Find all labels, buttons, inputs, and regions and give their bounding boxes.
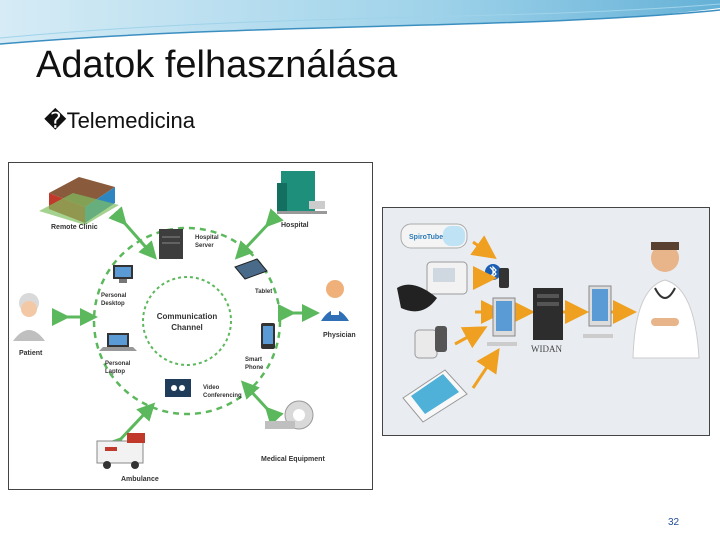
video-conferencing-icon (165, 379, 191, 397)
telemedicine-diagram: Communication Channel Remote Clinic Hosp… (8, 162, 373, 490)
page-number: 32 (668, 517, 680, 528)
smartphone-label-1: Smart (245, 357, 262, 363)
remote-clinic-icon (39, 177, 119, 225)
video-conferencing-label-2: Conferencing (203, 393, 242, 399)
desktop-label-2: Desktop (101, 301, 125, 307)
smartphone-icon (261, 323, 275, 349)
bluetooth-icon (485, 264, 501, 280)
patient-label: Patient (19, 350, 43, 357)
desktop-icon (113, 265, 133, 283)
hospital-server-label-1: Hospital (195, 235, 219, 241)
laptop-label-1: Personal (105, 361, 131, 367)
hospital-server-label-2: Server (195, 243, 214, 249)
physician-icon (321, 280, 349, 321)
monitor-brand: WIDAN (531, 344, 562, 354)
bullet-text: Telemedicina (66, 108, 195, 133)
telemonitoring-image: SpiroTube (382, 207, 710, 436)
blood-pressure-monitor-icon (397, 261, 468, 312)
spirometer-brand: SpiroTube (409, 234, 443, 241)
medical-equipment-label: Medical Equipment (261, 456, 325, 463)
patient-icon (13, 293, 45, 341)
center-circle (142, 276, 232, 366)
slide-title: Adatok felhasználása (36, 44, 398, 86)
video-conferencing-label-1: Video (203, 385, 220, 391)
header-wave (0, 0, 720, 45)
glucose-meter-icon (414, 326, 447, 359)
desktop-label-1: Personal (101, 293, 127, 299)
data-flow-arrows (454, 235, 637, 389)
tablet-device-icon (402, 369, 468, 423)
computer-tower-icon: WIDAN (531, 288, 563, 354)
ambulance-icon (96, 433, 145, 469)
remote-clinic-label: Remote Clinic (51, 224, 98, 231)
medical-equipment-icon (265, 400, 314, 430)
physician-label: Physician (323, 332, 356, 339)
laptop-label-2: Laptop (105, 369, 125, 375)
center-label-1: Communication (157, 312, 218, 321)
ambulance-label: Ambulance (121, 476, 159, 483)
bullet-item: �Telemedicina (44, 108, 195, 134)
spirometer-icon: SpiroTube (400, 223, 468, 249)
monitor-icon (487, 297, 517, 346)
hospital-icon (277, 171, 327, 214)
doctor-icon (632, 242, 700, 359)
arrows (52, 206, 320, 456)
bullet-glyph: � (44, 109, 67, 134)
monitor-2-icon (583, 285, 613, 338)
tablet-icon (234, 258, 268, 280)
tablet-label: Tablet (255, 289, 272, 295)
phone-icon (499, 268, 509, 288)
server-icon (159, 229, 183, 259)
center-label-2: Channel (171, 323, 203, 332)
hospital-label: Hospital (281, 222, 309, 229)
smartphone-label-2: Phone (245, 365, 264, 371)
laptop-icon (99, 333, 137, 351)
